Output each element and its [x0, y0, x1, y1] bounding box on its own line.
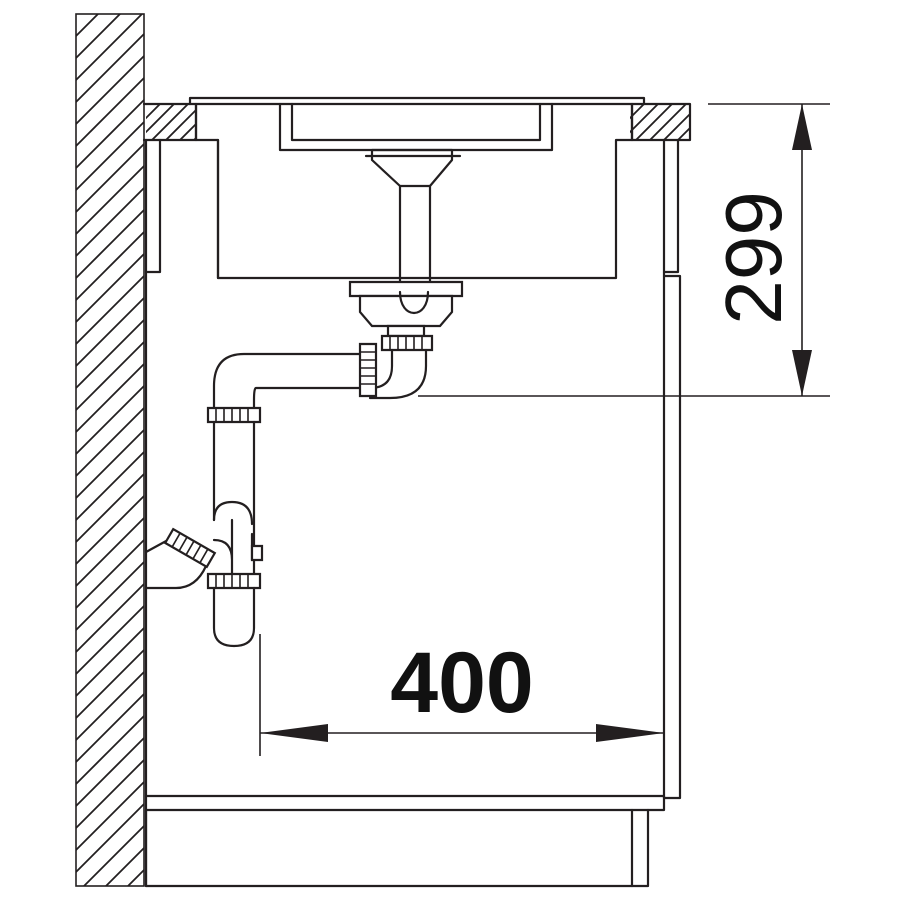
hatch-line: [678, 14, 900, 886]
hatch-line: [76, 450, 144, 522]
hatch-line: [744, 14, 900, 886]
hatch-line: [76, 516, 144, 588]
hatch-line: [370, 14, 900, 886]
hatch-line: [76, 14, 77, 16]
hatch-line: [832, 14, 900, 886]
hatch-line: [76, 120, 144, 192]
hatch-line: [524, 14, 900, 886]
hatch-line: [568, 14, 900, 886]
hatch-line: [83, 824, 144, 886]
arrow-left-icon: [260, 724, 328, 742]
hatch-line: [179, 104, 196, 140]
hatch-line: [76, 54, 144, 126]
hatch-line: [348, 14, 900, 886]
hatch-line: [76, 252, 144, 324]
hatch-line: [766, 14, 900, 886]
hatch-line: [150, 14, 900, 886]
hatch-line: [546, 14, 900, 886]
hatch-line: [436, 14, 900, 886]
hatch-line: [76, 384, 144, 456]
hatch-line: [663, 104, 690, 140]
hatch-line: [76, 472, 144, 544]
hatch-line: [151, 104, 189, 140]
hatch-line: [612, 14, 900, 886]
hatch-line: [76, 538, 144, 610]
hatch-line: [193, 104, 196, 140]
hatch-line: [146, 104, 175, 140]
hatch-line: [76, 714, 144, 786]
hatch-line: [630, 104, 659, 140]
hatch-line: [76, 780, 144, 852]
hatch-line: [854, 14, 900, 886]
hatch-line: [76, 98, 144, 170]
hatch-line: [630, 104, 645, 140]
hatch-line: [326, 14, 900, 886]
hatch-line: [76, 142, 144, 214]
hatch-line: [76, 406, 144, 478]
sink-waste: [348, 280, 464, 400]
hatch-line: [677, 104, 690, 140]
hatch-line: [76, 604, 144, 676]
hatch-line: [76, 626, 144, 698]
hatch-line: [76, 230, 144, 302]
width-dimension: 400: [259, 634, 665, 756]
hatch-line: [502, 14, 900, 886]
hatch-line: [76, 494, 144, 566]
hatch-line: [76, 274, 144, 346]
arrow-up-icon: [792, 104, 812, 150]
hatch-line: [165, 104, 196, 140]
overflow-pipe: [364, 148, 462, 286]
hatch-line: [76, 802, 144, 874]
hatch-line: [76, 340, 144, 412]
hatch-line: [76, 736, 144, 808]
hatch-line: [76, 208, 144, 280]
wall: [75, 13, 900, 887]
hatch-line: [105, 846, 144, 886]
bottle-trap: [206, 500, 264, 648]
hatch-line: [392, 14, 900, 886]
hatch-line: [692, 104, 728, 140]
hatch-line: [76, 318, 144, 390]
hatch-line: [876, 14, 900, 886]
wall-outlet: [144, 527, 217, 590]
hatch-line: [127, 868, 144, 886]
arrow-right-icon: [596, 724, 664, 742]
hatch-line: [76, 758, 144, 830]
hatch-line: [810, 14, 900, 886]
hatch-line: [706, 104, 742, 140]
drain-pipe: [206, 342, 378, 576]
worktop: [142, 96, 756, 142]
hatch-line: [222, 104, 258, 140]
width-value: 400: [390, 635, 534, 731]
arrow-down-icon: [792, 350, 812, 396]
hatch-line: [146, 104, 147, 140]
hatch-line: [76, 692, 144, 764]
hatch-line: [76, 362, 144, 434]
hatch-line: [146, 104, 161, 140]
hatch-line: [722, 14, 900, 886]
hatch-line: [172, 14, 900, 886]
cabinet: [144, 138, 682, 888]
hatch-line: [208, 104, 244, 140]
hatch-line: [720, 104, 756, 140]
height-dimension: 299: [418, 103, 830, 397]
hatch-line: [76, 164, 144, 236]
hatch-line: [590, 14, 900, 886]
height-value: 299: [709, 191, 798, 324]
hatch-line: [630, 104, 631, 140]
hatch-line: [480, 14, 900, 886]
hatch-line: [635, 104, 673, 140]
hatch-line: [76, 428, 144, 500]
sink-bowl: [194, 102, 634, 280]
hatch-line: [656, 14, 900, 886]
hatch-line: [634, 14, 900, 886]
hatch-line: [76, 582, 144, 654]
hatch-line: [414, 14, 900, 886]
hatch-line: [649, 104, 687, 140]
